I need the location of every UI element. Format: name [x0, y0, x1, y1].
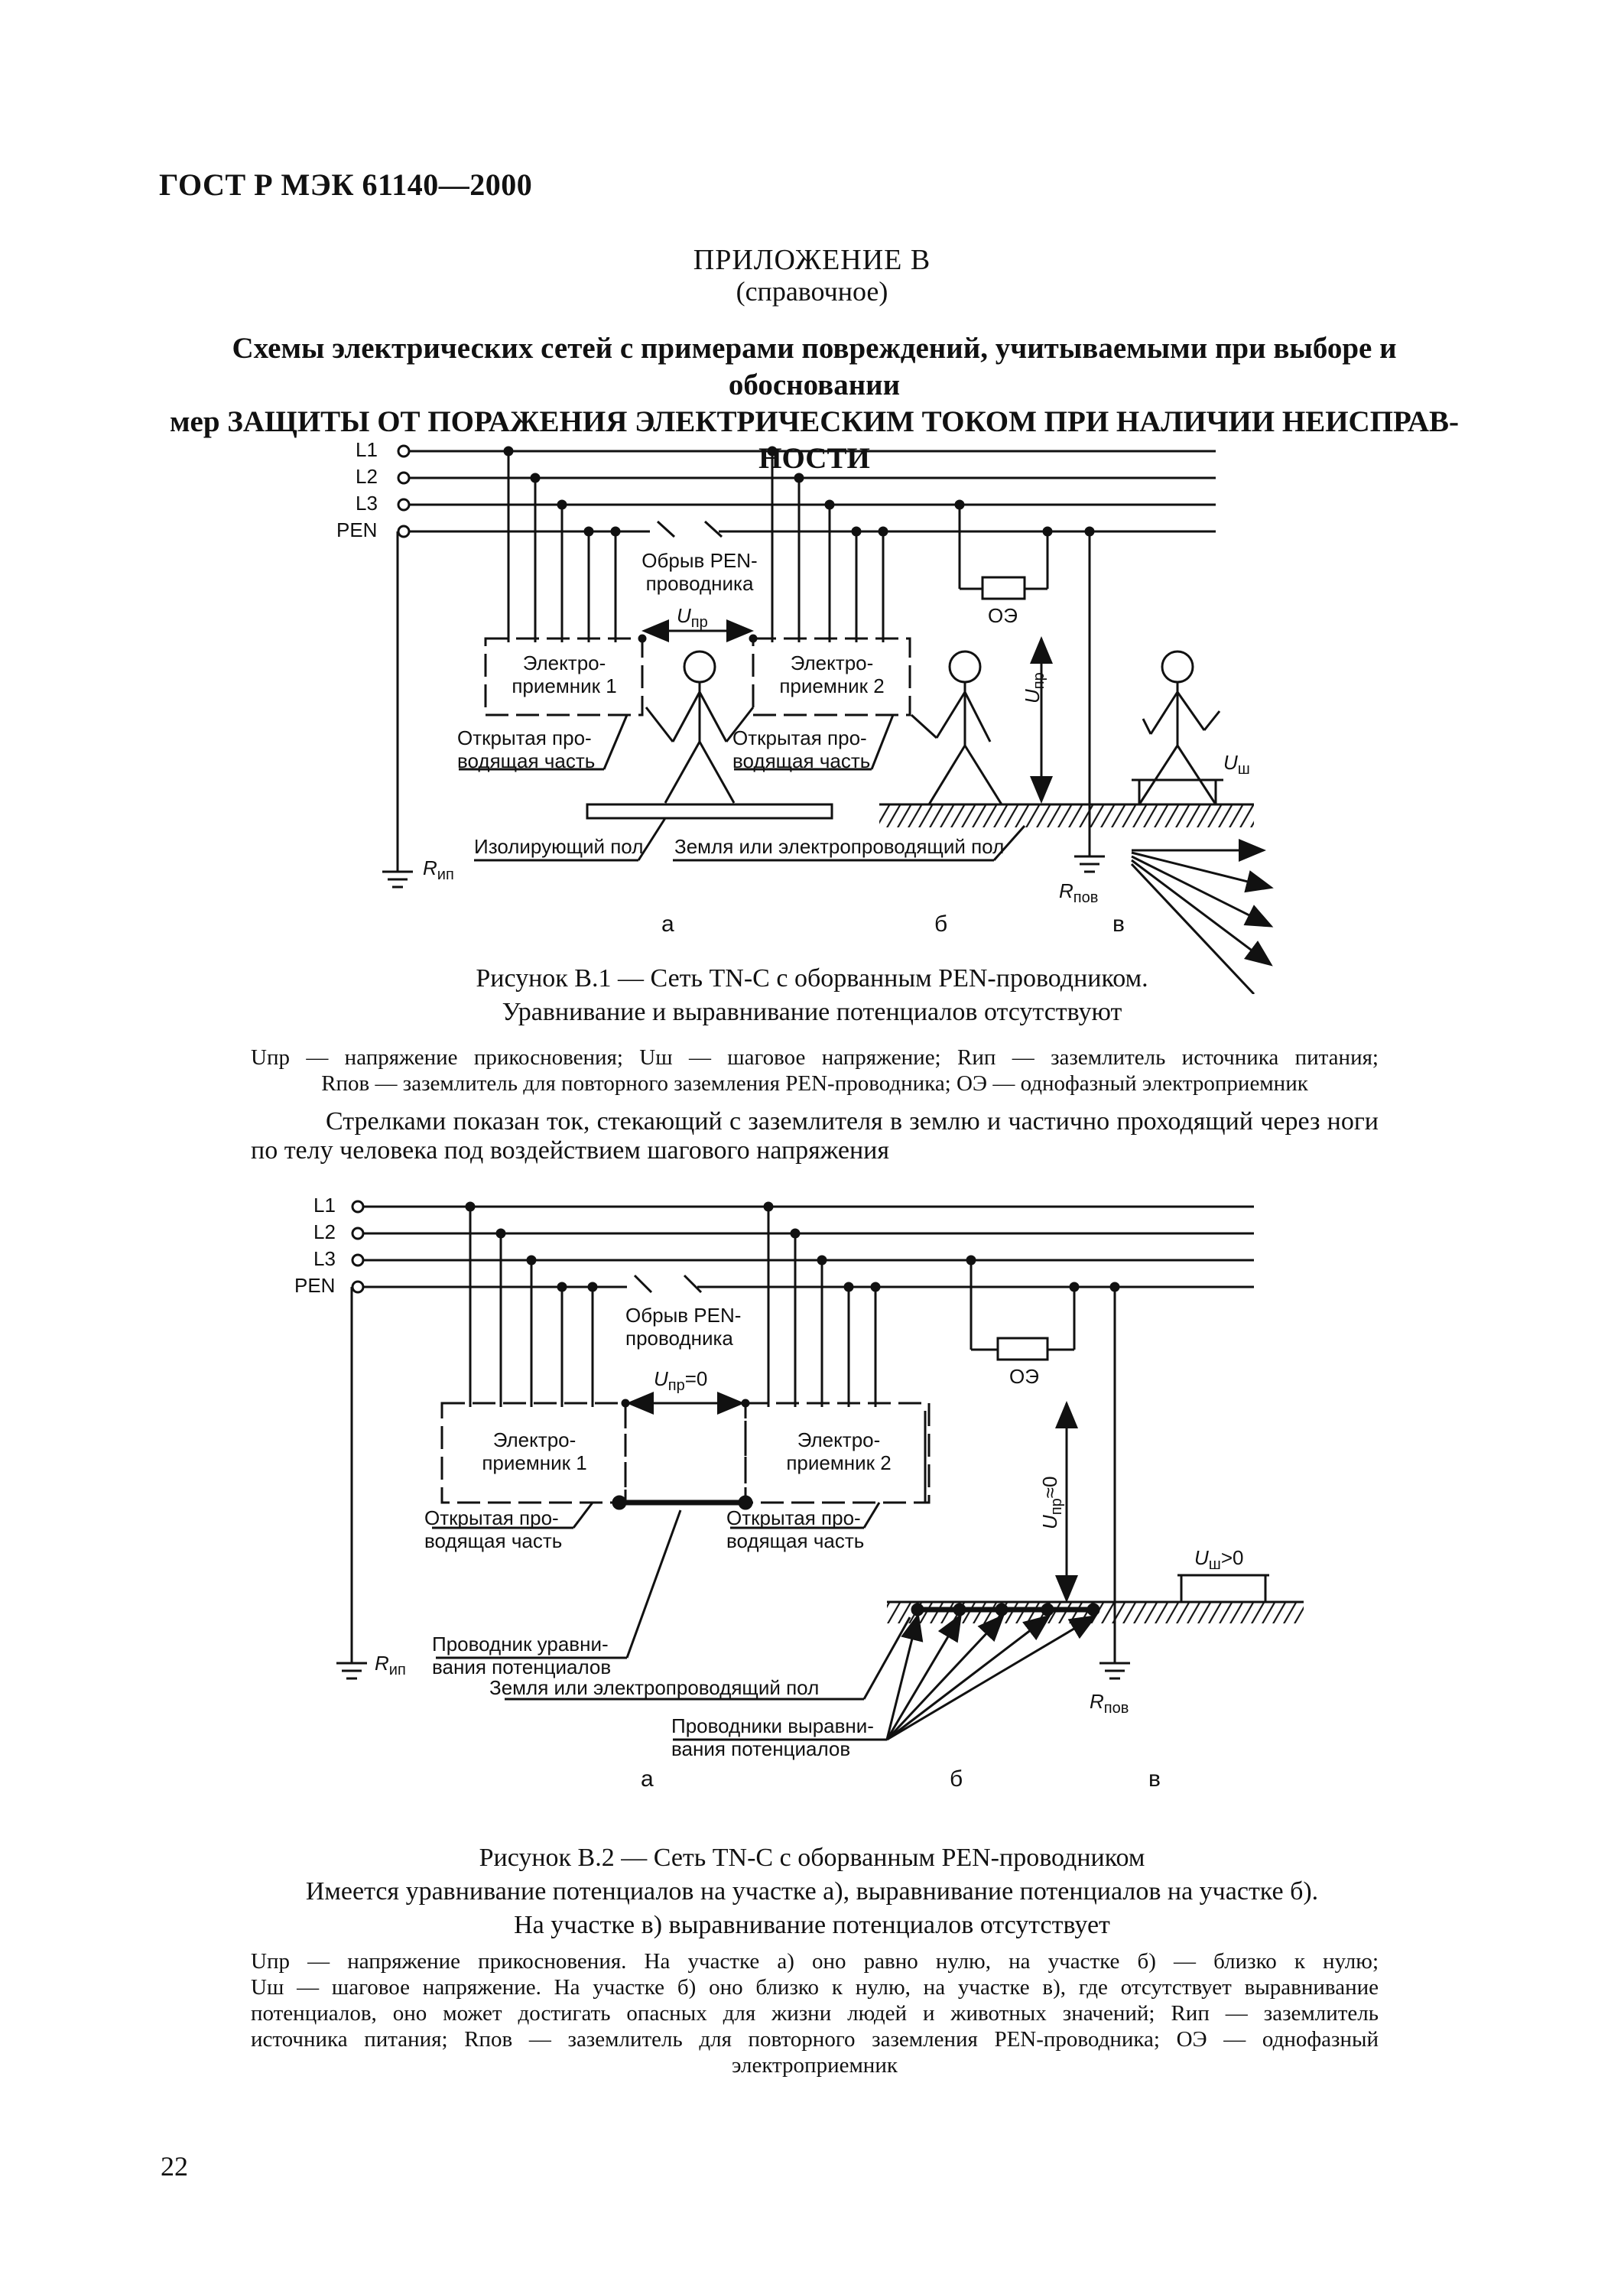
- section-v-label: в: [1112, 911, 1125, 937]
- figure-1-caption: Рисунок В.1 — Сеть TN-C с оборванным PEN…: [476, 964, 1148, 1026]
- figure-1-note: Стрелками показан ток, стекающий с зазем…: [251, 1107, 1379, 1165]
- document-header: ГОСТ Р МЭК 61140—2000: [159, 167, 533, 202]
- u-touch-vertical-label: Uпр≈0: [1038, 1476, 1066, 1529]
- earth-floor-label: Земля или электропроводящий пол: [674, 835, 1005, 858]
- appendix-title: ПРИЛОЖЕНИЕ В: [693, 244, 931, 276]
- exposed-part-label-1: Открытая про-водящая часть: [457, 726, 596, 772]
- oe-label: ОЭ: [988, 604, 1018, 627]
- receiver-2-label: Электро-приемник 2: [786, 1428, 892, 1474]
- exposed-part-label-2: Открытая про-водящая часть: [732, 726, 871, 772]
- section-a-label: а: [641, 1766, 654, 1792]
- u-touch-label: Uпр=0: [654, 1367, 708, 1395]
- exposed-part-label-1: Открытая про-водящая часть: [424, 1506, 563, 1552]
- u-step-label: Uш>0: [1194, 1546, 1244, 1574]
- figure-1-diagram: [0, 0, 1624, 994]
- bus-label-pen: PEN: [336, 518, 378, 541]
- insulating-floor-label: Изолирующий пол: [474, 835, 644, 858]
- page-number: 22: [161, 2151, 188, 2182]
- figure-2-caption: Рисунок В.2 — Сеть TN-C с оборванным PEN…: [305, 1844, 1319, 1939]
- figure-1-legend: Uпр — напряжение прикосновения; Uш — шаг…: [251, 1045, 1379, 1096]
- exposed-part-label-2: Открытая про-водящая часть: [726, 1506, 865, 1552]
- r-repeat-label: Rпов: [1059, 879, 1099, 907]
- section-a-label: а: [661, 911, 674, 937]
- appendix-subtitle: (справочное): [736, 276, 888, 307]
- main-title: Схемы электрических сетей с примерами по…: [153, 330, 1476, 477]
- pen-break-label: Обрыв PEN-проводника: [625, 1304, 742, 1350]
- r-source-label: Rип: [423, 856, 454, 884]
- pen-break-label: Обрыв PEN-проводника: [641, 549, 758, 595]
- bonding-conductor-label: Проводник уравни-вания потенциалов: [432, 1633, 612, 1678]
- main-title-line: Схемы электрических сетей с примерами по…: [232, 332, 1397, 401]
- r-source-label: Rип: [375, 1652, 406, 1679]
- section-b-label: б: [934, 911, 948, 937]
- bus-label-l1: L1: [356, 438, 378, 461]
- r-repeat-label: Rпов: [1090, 1690, 1129, 1717]
- bus-label-l3: L3: [313, 1247, 336, 1270]
- bus-label-l3: L3: [356, 492, 378, 515]
- section-v-label: в: [1148, 1766, 1161, 1792]
- bus-label-l1: L1: [313, 1194, 336, 1217]
- bus-label-pen: PEN: [294, 1274, 336, 1297]
- figure-2-legend: Uпр — напряжение прикосновения. На участ…: [251, 1949, 1379, 2078]
- bus-label-l2: L2: [313, 1220, 336, 1243]
- section-b-label: б: [950, 1766, 963, 1792]
- main-title-line: мер ЗАЩИТЫ ОТ ПОРАЖЕНИЯ ЭЛЕКТРИЧЕСКИМ ТО…: [169, 405, 1460, 438]
- grading-conductors-label: Проводники выравни-вания потенциалов: [671, 1714, 874, 1760]
- earth-floor-label: Земля или электропроводящий пол: [489, 1676, 820, 1699]
- oe-label: ОЭ: [1009, 1365, 1039, 1388]
- receiver-1-label: Электро-приемник 1: [482, 1428, 587, 1474]
- u-step-label: Uш: [1223, 751, 1250, 778]
- receiver-2-label: Электро-приемник 2: [779, 651, 885, 697]
- main-title-line: НОСТИ: [758, 442, 870, 475]
- u-touch-label: Uпр: [677, 604, 708, 632]
- receiver-1-label: Электро-приемник 1: [512, 651, 617, 697]
- bus-label-l2: L2: [356, 465, 378, 488]
